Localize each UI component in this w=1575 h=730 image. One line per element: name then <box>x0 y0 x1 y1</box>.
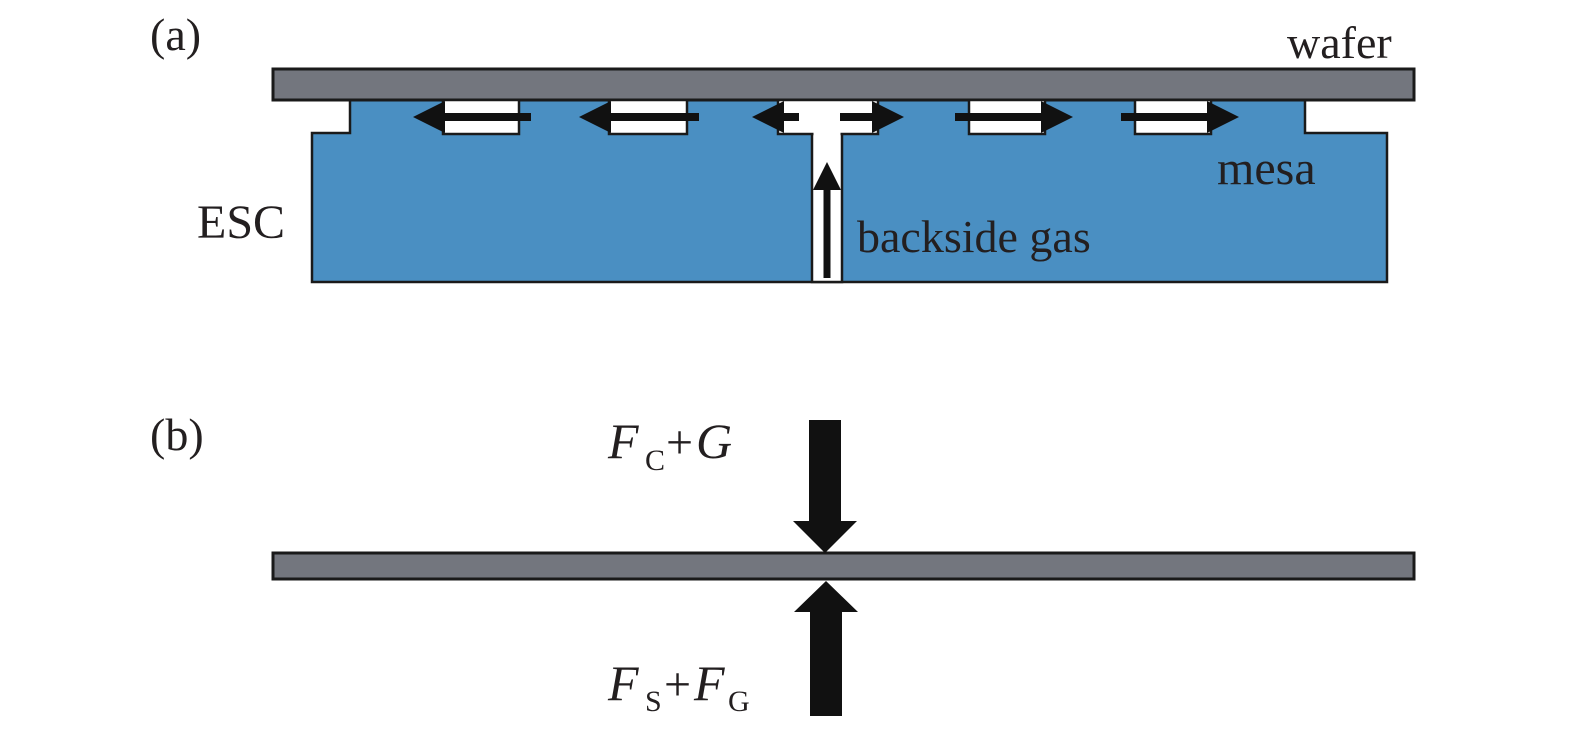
svg-text:F: F <box>607 413 639 469</box>
panel-a-label: (a) <box>150 9 201 60</box>
bottom-force-label: F S + F G <box>607 655 750 718</box>
panel-b-label: (b) <box>150 409 204 460</box>
esc-body <box>310 98 1389 284</box>
svg-text:G: G <box>696 413 732 469</box>
groove <box>413 98 531 136</box>
groove <box>1121 98 1239 136</box>
wafer-b <box>271 551 1416 581</box>
svg-text:S: S <box>645 685 662 718</box>
groove <box>752 98 904 137</box>
svg-text:+: + <box>666 416 693 469</box>
channel-opening <box>813 131 841 137</box>
svg-text:C: C <box>645 444 665 477</box>
svg-text:+: + <box>664 658 691 711</box>
svg-text:G: G <box>728 685 750 718</box>
groove <box>955 98 1073 136</box>
svg-text:F: F <box>693 655 725 711</box>
backside-gas-label: backside gas <box>857 211 1091 262</box>
top-force-label: F C + G <box>607 413 732 477</box>
groove <box>579 98 699 136</box>
wafer-a <box>271 67 1416 102</box>
up-force-arrow <box>794 581 858 716</box>
svg-text:F: F <box>607 655 639 711</box>
mesa-label: mesa <box>1217 142 1316 195</box>
esc-label: ESC <box>197 196 285 249</box>
down-force-arrow <box>793 420 857 553</box>
grooves <box>413 98 1239 137</box>
wafer-label: wafer <box>1287 17 1392 68</box>
